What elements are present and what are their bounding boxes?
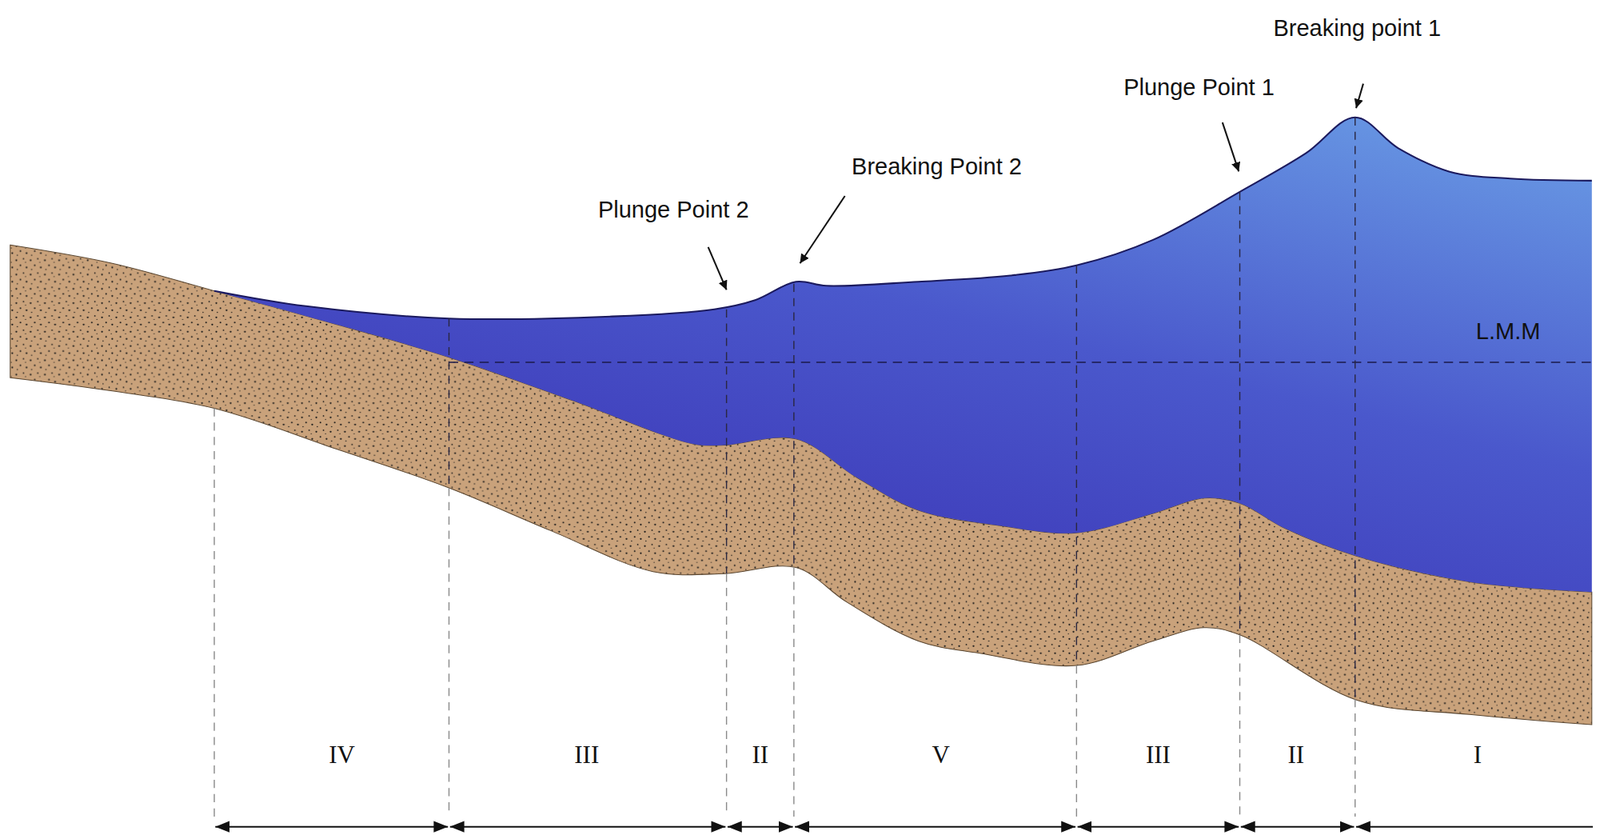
- zone-number: II: [751, 741, 769, 769]
- water-surface: [214, 117, 1593, 320]
- point-label: Breaking Point 2: [851, 154, 1022, 180]
- leader-arrow: [800, 195, 846, 264]
- zone-boundary: [726, 309, 727, 575]
- zone-extent-arrow: [1077, 825, 1240, 828]
- zone-number: I: [1473, 741, 1482, 769]
- mean-sea-level-line: [449, 361, 1595, 364]
- zone-boundary: [448, 487, 450, 817]
- zone-boundary: [213, 407, 215, 816]
- zone-number: III: [1145, 741, 1171, 769]
- level-label: L.M.M: [1476, 319, 1541, 345]
- zone-boundary: [793, 283, 795, 568]
- zone-extent-arrow: [727, 825, 794, 828]
- zone-boundary: [1076, 265, 1078, 666]
- zone-extent-arrow: [794, 825, 1076, 828]
- zone-number: III: [574, 741, 599, 769]
- zone-boundary: [448, 318, 450, 488]
- zone-boundary: [726, 573, 727, 817]
- zone-number: V: [931, 741, 950, 769]
- zone-boundary: [1354, 698, 1356, 817]
- zone-number: IV: [328, 741, 356, 769]
- zone-extent-arrow: [1240, 825, 1355, 828]
- zone-boundary: [1239, 634, 1241, 817]
- leader-arrow: [708, 247, 727, 291]
- water-body: [214, 117, 1593, 592]
- zone-boundary: [793, 567, 795, 817]
- leader-arrow: [1222, 122, 1239, 172]
- zone-extent-arrow: [215, 825, 448, 828]
- zone-number: II: [1287, 741, 1305, 769]
- zone-boundary: [1239, 191, 1241, 635]
- zone-extent-arrow: [1356, 825, 1593, 828]
- zone-extent-arrow: [450, 825, 727, 828]
- point-label: Breaking point 1: [1272, 15, 1441, 42]
- zone-boundary: [1076, 665, 1078, 817]
- point-label: Plunge Point 1: [1123, 75, 1275, 101]
- point-label: Plunge Point 2: [598, 197, 750, 224]
- leader-arrow: [1356, 83, 1364, 109]
- zone-boundary: [1354, 117, 1356, 699]
